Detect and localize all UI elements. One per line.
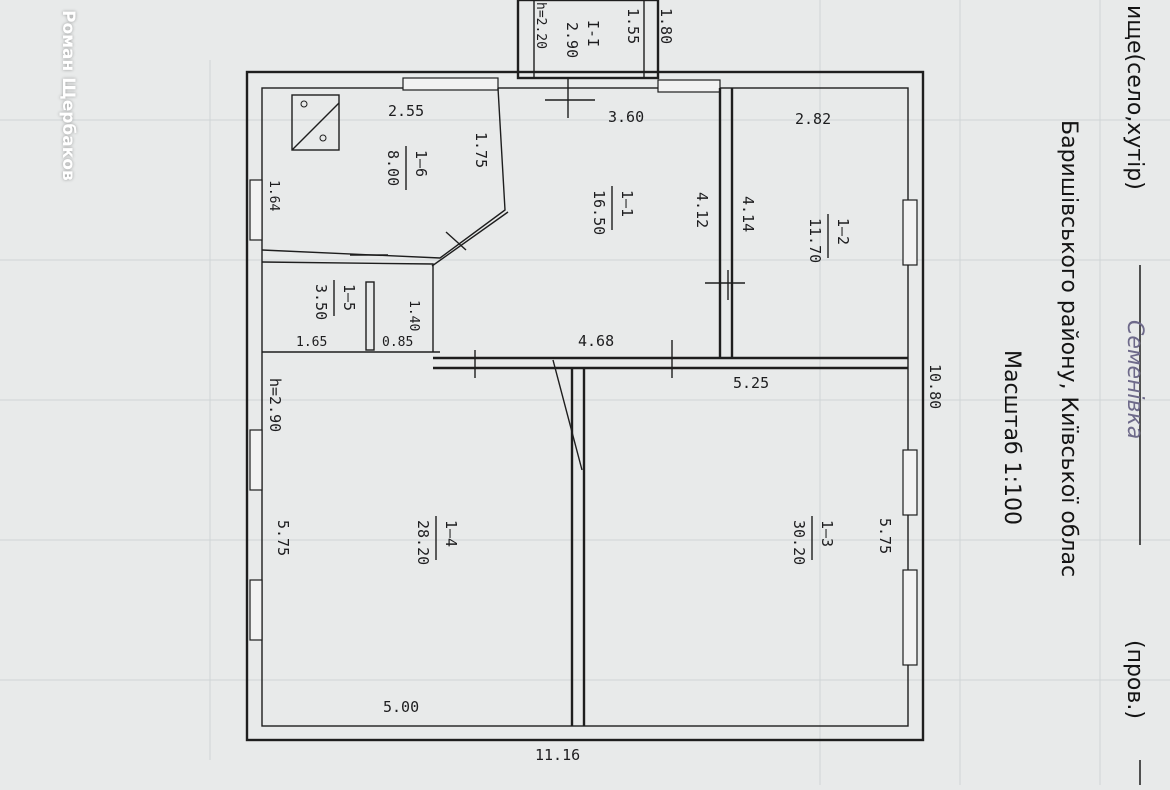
room-1-6-area: 8.00 [384, 150, 402, 186]
porch-side-a: 1.55 [624, 8, 642, 44]
room-1-6-dim-top: 2.55 [388, 102, 424, 120]
porch-height: h=2.20 [533, 2, 548, 49]
porch-area: 2.90 [563, 22, 581, 58]
room-1-4-dim-side: 5.75 [274, 520, 292, 556]
document-header: ище(село,хутір) Семенівка Баришівського … [999, 5, 1147, 785]
room-1-5-area: 3.50 [312, 284, 330, 320]
overall-dimensions: 11.16 10.80 h=2.90 [266, 364, 944, 764]
room-1-3: 1—3 30.20 5.25 5.75 [733, 374, 894, 565]
room-1-1-dim-bottom: 4.68 [578, 332, 614, 350]
room-1-5-dim-b: 0.85 [382, 335, 413, 350]
room-1-5: 1—5 3.50 1.65 0.85 1.40 [296, 280, 421, 350]
porch-side-b: 1.80 [657, 8, 675, 44]
scale-label: Масштаб 1:100 [999, 350, 1024, 525]
room-1-1-area: 16.50 [590, 190, 608, 235]
room-1-1-dim-diag: 1.75 [472, 132, 490, 168]
room-1-2-area: 11.70 [806, 218, 824, 263]
room-1-1-dim-top: 3.60 [608, 108, 644, 126]
room-1-2-dim-side: 4.14 [739, 196, 757, 232]
windows [249, 77, 918, 666]
room-1-3-dim-side: 5.75 [876, 518, 894, 554]
room-1-6-code: 1—6 [412, 150, 430, 177]
room-1-1-code: 1—1 [618, 190, 636, 217]
room-1-6-dim-side: 1.64 [266, 180, 281, 211]
room-1-5-dim-a: 1.65 [296, 335, 327, 350]
room-1-4-dim-bottom: 5.00 [383, 698, 419, 716]
street-partial: (пров.) [1122, 640, 1147, 719]
porch [516, 0, 660, 118]
room-1-5-dim-c: 1.40 [406, 300, 421, 331]
room-1-2: 1—2 11.70 2.82 4.14 [739, 110, 852, 263]
district-line: Баришівського району, Київської облас [1056, 120, 1081, 577]
porch-code: І-І [584, 20, 602, 47]
room-1-1-dim-side: 4.12 [693, 192, 711, 228]
room-1-5-code: 1—5 [340, 284, 358, 311]
room-1-3-code: 1—3 [818, 520, 836, 547]
room-1-6: 1—6 8.00 2.55 1.64 [266, 102, 430, 211]
overall-length: 10.80 [926, 364, 944, 409]
ceiling-height: h=2.90 [266, 378, 284, 432]
interior-walls [261, 87, 908, 726]
room-1-4-code: 1—4 [442, 520, 460, 547]
locality-label: ище(село,хутір) [1122, 5, 1147, 190]
room-1-4-area: 28.20 [414, 520, 432, 565]
room-1-3-area: 30.20 [790, 520, 808, 565]
room-1-3-dim-top: 5.25 [733, 374, 769, 392]
room-1-4: 1—4 28.20 5.75 5.00 [274, 516, 460, 716]
overall-width: 11.16 [535, 746, 580, 764]
author-watermark: Роман Щербаков [58, 10, 78, 181]
porch-labels: 1.80 1.55 І-І 2.90 h=2.20 [533, 2, 675, 58]
room-1-1: 1—1 16.50 3.60 4.12 4.68 1.75 [472, 108, 711, 350]
room-1-2-dim-top: 2.82 [795, 110, 831, 128]
locality-value: Семенівка [1122, 320, 1147, 439]
room-1-2-code: 1—2 [834, 218, 852, 245]
